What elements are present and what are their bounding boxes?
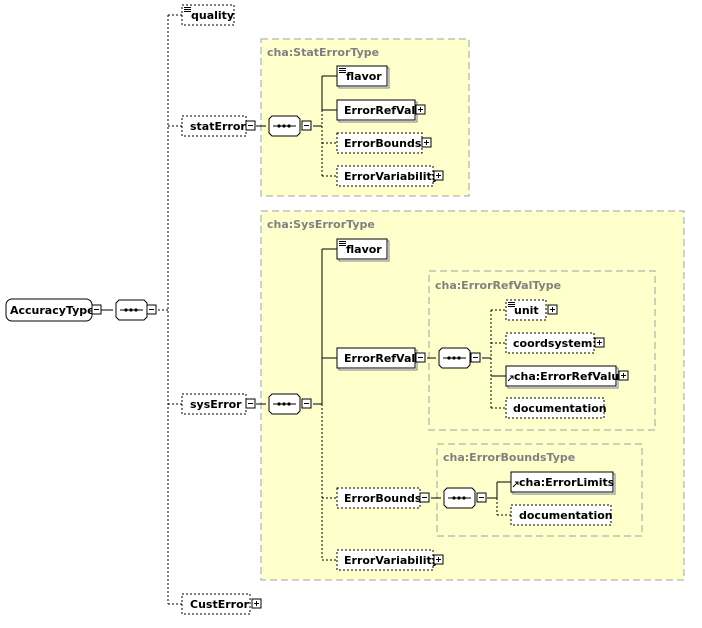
- collapse-icon[interactable]: [476, 492, 487, 503]
- coordsystem-element[interactable]: coordsystem: [505, 332, 605, 354]
- error-limits-label: cha:ErrorLimits: [519, 476, 615, 489]
- reference-arrow-icon: [512, 481, 519, 488]
- ref-val-sequence-compositor[interactable]: [438, 347, 481, 369]
- sys-error-element[interactable]: sysError: [181, 393, 256, 415]
- sys-error-variability-label: ErrorVariability: [344, 554, 439, 567]
- expand-icon[interactable]: [421, 137, 432, 148]
- coordsystem-label: coordsystem: [513, 337, 592, 350]
- ref-val-documentation-label: documentation: [513, 402, 607, 415]
- sys-error-type-title: cha:SysErrorType: [267, 218, 375, 231]
- expand-icon[interactable]: [433, 170, 444, 181]
- unit-label: unit: [514, 304, 539, 317]
- accuracy-type-label: AccuracyType: [10, 304, 95, 317]
- sequence-compositor[interactable]: [115, 299, 157, 321]
- cust-error-element[interactable]: CustError: [181, 593, 262, 615]
- collapse-icon[interactable]: [245, 120, 256, 131]
- sys-error-bounds-label: ErrorBounds: [344, 492, 422, 505]
- sys-error-ref-val-element[interactable]: ErrorRefVal: [336, 347, 426, 371]
- collapse-icon[interactable]: [415, 352, 426, 363]
- expand-icon[interactable]: [415, 104, 426, 115]
- stat-error-label: statError: [190, 120, 246, 133]
- expand-icon[interactable]: [433, 554, 444, 565]
- expand-icon[interactable]: [618, 370, 629, 381]
- error-bounds-type-title: cha:ErrorBoundsType: [443, 451, 575, 464]
- sys-error-variability-element[interactable]: ErrorVariability: [336, 549, 444, 571]
- expand-icon[interactable]: [594, 337, 605, 348]
- collapse-icon[interactable]: [146, 304, 157, 315]
- sys-error-ref-val-label: ErrorRefVal: [344, 352, 415, 365]
- stat-error-variability-element[interactable]: ErrorVariability: [336, 165, 444, 187]
- bounds-sequence-compositor[interactable]: [443, 487, 487, 509]
- sys-error-bounds-element[interactable]: ErrorBounds: [336, 487, 430, 509]
- unit-element[interactable]: unit: [505, 299, 558, 321]
- stat-error-bounds-label: ErrorBounds: [344, 137, 422, 150]
- error-ref-value-label: cha:ErrorRefValue: [514, 370, 627, 383]
- stat-error-bounds-element[interactable]: ErrorBounds: [336, 132, 432, 154]
- stat-error-ref-val-element[interactable]: ErrorRefVal: [336, 99, 426, 123]
- sys-sequence-compositor[interactable]: [268, 393, 312, 415]
- cust-error-label: CustError: [190, 598, 250, 611]
- collapse-icon[interactable]: [470, 352, 481, 363]
- quality-element[interactable]: quality: [181, 4, 235, 26]
- stat-error-type-title: cha:StatErrorType: [267, 46, 379, 59]
- quality-label: quality: [191, 9, 234, 22]
- stat-sequence-compositor[interactable]: [268, 115, 312, 137]
- collapse-icon[interactable]: [419, 492, 430, 503]
- documentation-icon: [339, 68, 346, 73]
- stat-error-ref-val-label: ErrorRefVal: [344, 104, 415, 117]
- bounds-documentation-element[interactable]: documentation: [510, 504, 613, 526]
- collapse-icon[interactable]: [245, 398, 256, 409]
- error-limits-element[interactable]: cha:ErrorLimits: [510, 471, 616, 495]
- accuracy-type-node[interactable]: AccuracyType: [5, 298, 102, 322]
- expand-icon[interactable]: [251, 598, 262, 609]
- stat-flavor-element[interactable]: flavor: [336, 65, 390, 89]
- sys-flavor-label: flavor: [346, 243, 382, 256]
- sys-flavor-element[interactable]: flavor: [336, 238, 390, 262]
- reference-arrow-icon: [507, 375, 514, 382]
- error-ref-val-type-title: cha:ErrorRefValType: [435, 279, 561, 292]
- bounds-documentation-label: documentation: [519, 509, 613, 522]
- stat-error-variability-label: ErrorVariability: [344, 170, 439, 183]
- connectors: [101, 14, 511, 605]
- expand-icon[interactable]: [547, 304, 558, 315]
- collapse-icon[interactable]: [301, 120, 312, 131]
- sys-error-label: sysError: [190, 398, 242, 411]
- stat-flavor-label: flavor: [346, 70, 382, 83]
- collapse-icon[interactable]: [91, 304, 102, 315]
- ref-val-documentation-element[interactable]: documentation: [505, 397, 607, 419]
- stat-error-element[interactable]: statError: [181, 115, 256, 137]
- collapse-icon[interactable]: [301, 398, 312, 409]
- error-ref-value-element[interactable]: cha:ErrorRefValue: [505, 365, 629, 389]
- documentation-icon: [339, 241, 346, 246]
- documentation-icon: [184, 7, 191, 12]
